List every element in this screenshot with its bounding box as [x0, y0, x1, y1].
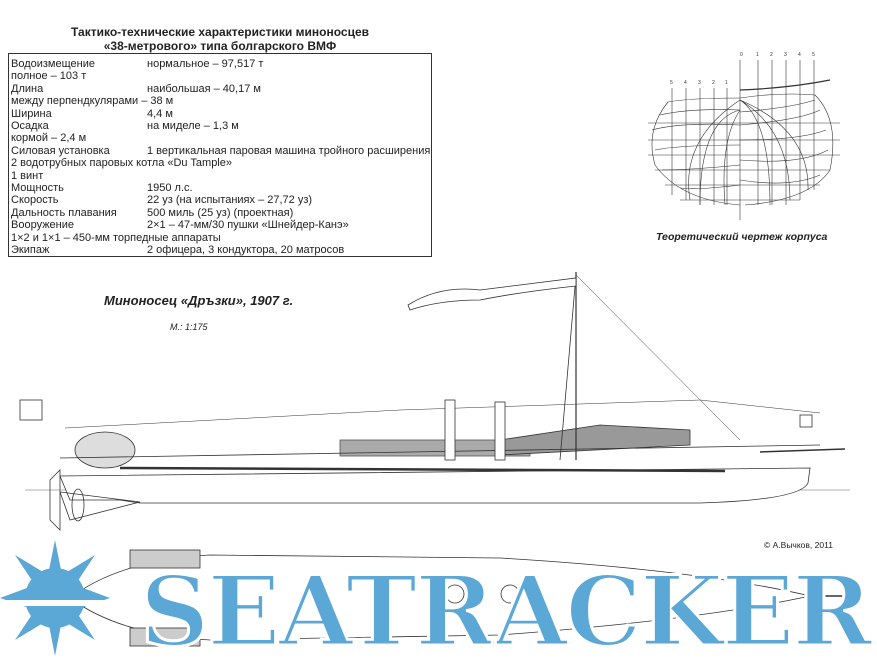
spec-value: 2 офицера, 3 кондуктора, 20 матросов	[147, 244, 345, 256]
spec-value: 500 миль (25 уз) (проектная)	[147, 206, 294, 219]
spec-label: 1×2 и 1×1 – 450-мм торпедные аппараты	[11, 231, 221, 244]
spec-row: полное – 103 т	[11, 70, 86, 82]
spec-row: Дальность плавания 500 миль (25 уз) (прое…	[11, 206, 293, 219]
spec-label: Скорость	[11, 194, 59, 207]
body-plan-drawing	[648, 60, 840, 220]
spec-label: кормой – 2,4 м	[11, 132, 87, 145]
body-plan-caption-text: Теоретический чертеж корпуса	[656, 231, 828, 243]
spec-row: 1 винт	[11, 170, 43, 182]
spec-row: Мощность 1950 л.с.	[11, 182, 193, 194]
station-label: 2	[712, 80, 715, 86]
spec-value: 4,4 м	[147, 107, 173, 120]
spec-title-line2: «38-метрового» типа болгарского ВМФ	[103, 39, 337, 53]
station-label: 3	[784, 52, 787, 58]
spec-label: Вооружение	[11, 219, 75, 232]
spec-label: Длина	[11, 82, 44, 95]
spec-row: Скорость 22 уз (на испытаниях – 27,72 уз)	[11, 194, 312, 207]
spec-label: Экипаж	[11, 244, 50, 256]
ship-profile-drawing	[19, 272, 850, 531]
spec-value: 2×1 – 47-мм/30 пушки «Шнейдер-Канэ»	[147, 219, 349, 232]
spec-row: Длина наибольшая – 40,17 м	[11, 82, 261, 95]
profile-scale: М.: 1:175	[170, 322, 208, 332]
station-label: 5	[812, 52, 815, 58]
profile-title: Миноносец «Дръзки», 1907 г.	[104, 293, 294, 308]
spec-label: Мощность	[11, 182, 64, 194]
spec-label: Осадка	[11, 120, 49, 132]
watermark-text: SEATRACKER.RU	[140, 555, 877, 667]
spec-row: кормой – 2,4 м	[11, 132, 86, 144]
spec-row: Экипаж 2 офицера, 3 кондуктора, 20 матрос…	[11, 244, 344, 256]
spec-label: Дальность плавания	[11, 206, 117, 219]
spec-label: между перпендкулярами – 38 м	[11, 95, 174, 108]
station-label: 1	[756, 52, 759, 58]
spec-row: 2 водотрубных паровых котла «Du Tample»	[11, 157, 232, 169]
spec-row: Осадка на миделе – 1,3 м	[11, 120, 239, 132]
spec-value: нормальное – 97,517 т	[147, 58, 264, 70]
copyright: © А.Вычков, 2011	[764, 540, 833, 550]
station-label: 4	[798, 52, 801, 58]
spec-row: Водоизмещение нормальное – 97,517 т	[11, 58, 263, 70]
spec-label: Ширина	[11, 107, 52, 120]
ship-plan-drawing	[69, 549, 845, 647]
spec-label: 1 винт	[11, 169, 44, 182]
spec-label: полное – 103 т	[11, 70, 87, 83]
spec-value: 22 уз (на испытаниях – 27,72 уз)	[147, 194, 313, 207]
spec-value: 1 вертикальная паровая машина тройного р…	[147, 144, 431, 157]
spec-label: 2 водотрубных паровых котла «Du Tample»	[11, 157, 232, 170]
spec-row: между перпендкулярами – 38 м	[11, 95, 173, 107]
station-label: 0	[740, 52, 743, 58]
spec-label: Водоизмещение	[11, 58, 95, 70]
spec-value: на миделе – 1,3 м	[147, 120, 239, 132]
body-plan-caption: Теоретический чертеж корпуса	[656, 231, 827, 243]
spec-label: Силовая установка	[11, 144, 110, 157]
spec-row: Вооружение 2×1 – 47-мм/30 пушки «Шнейдер-…	[11, 219, 349, 232]
station-label: 4	[684, 80, 687, 86]
watermark-sun-logo	[0, 540, 130, 656]
spec-row: Ширина 4,4 м	[11, 107, 173, 120]
spec-value: наибольшая – 40,17 м	[147, 82, 261, 95]
spec-row: 1×2 и 1×1 – 450-мм торпедные аппараты	[11, 232, 221, 244]
spec-title-line1: Тактико-технические характеристики минон…	[71, 25, 369, 39]
station-label: 1	[725, 80, 728, 86]
station-label: 2	[770, 52, 773, 58]
station-label: 3	[698, 80, 701, 86]
spec-table: Водоизмещение нормальное – 97,517 т полное…	[8, 53, 432, 257]
spec-row: Силовая установка 1 вертикальная паровая …	[11, 144, 430, 157]
spec-value: 1950 л.с.	[147, 182, 193, 194]
station-label: 5	[670, 80, 673, 86]
